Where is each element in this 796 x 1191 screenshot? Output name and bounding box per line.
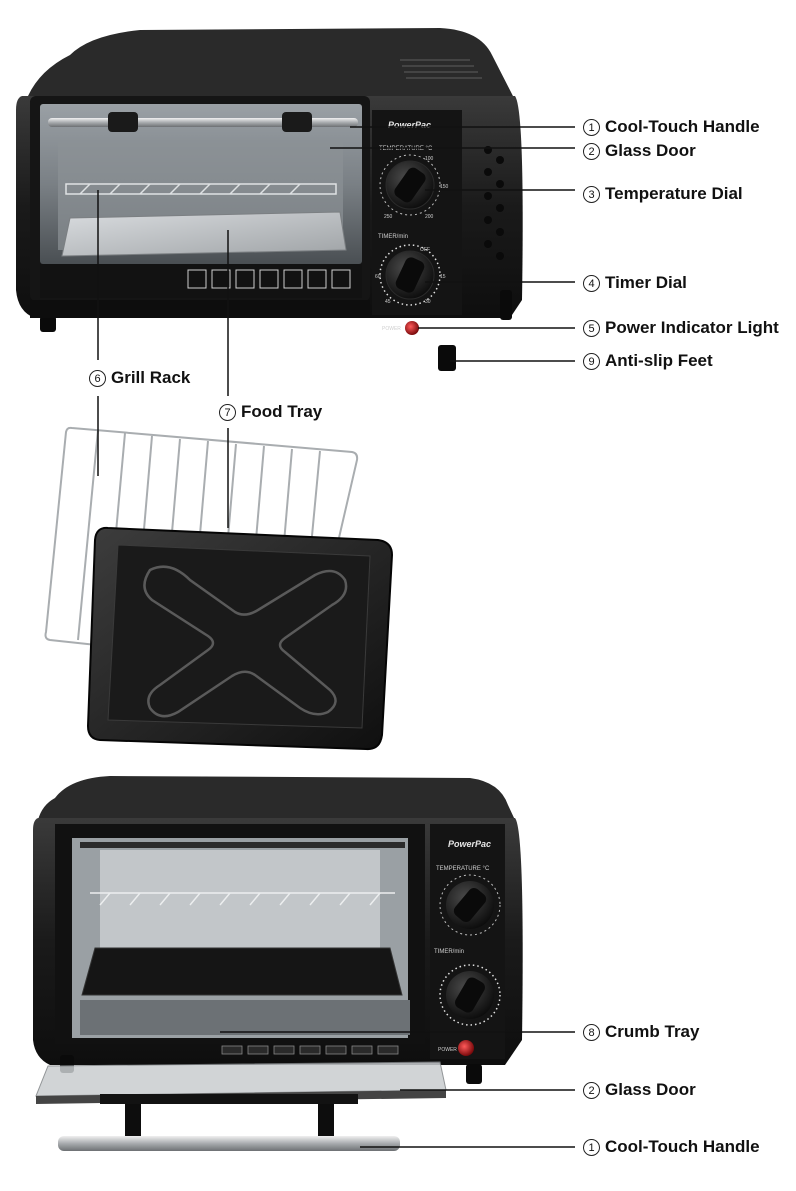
callout-text: Glass Door: [605, 1080, 696, 1099]
label-cool-touch-handle: 1 Cool-Touch Handle: [583, 117, 760, 137]
callout-number: 4: [583, 275, 600, 292]
callout-text: Anti-slip Feet: [605, 351, 713, 370]
temp-mark-250: 250: [384, 214, 393, 220]
timer-mark-60: 60: [375, 274, 381, 280]
crumb-tray: [80, 1000, 410, 1035]
label-crumb-tray: 8 Crumb Tray: [583, 1022, 699, 1042]
food-tray-inside: [61, 211, 347, 257]
grill-rack-open: [90, 892, 395, 906]
timer-mark-30: 30: [425, 299, 431, 305]
callout-text: Timer Dial: [605, 273, 687, 292]
callout-number: 3: [583, 186, 600, 203]
food-tray-embossing: [143, 565, 348, 718]
oven-top-surface: [28, 28, 515, 100]
callout-number: 6: [89, 370, 106, 387]
power-caption-top: POWER: [382, 326, 401, 332]
oven-open: PowerPac TEMPERATURE °C TIMER/min POWER: [33, 776, 523, 1151]
temp-mark-200: 200: [425, 214, 434, 220]
timer-knob-ring: [379, 244, 441, 306]
timer-caption-top: TIMER/min: [378, 234, 408, 240]
leader-lines: [97, 126, 575, 1148]
timer-caption-bottom: TIMER/min: [434, 949, 464, 955]
temperature-caption-top: TEMPERATURE °C: [379, 146, 433, 152]
label-anti-slip-feet: 9 Anti-slip Feet: [583, 351, 713, 371]
callout-text: Food Tray: [241, 402, 323, 421]
callout-text: Cool-Touch Handle: [605, 117, 760, 136]
callout-number: 1: [583, 1139, 600, 1156]
timer-knob-open-ring: [439, 964, 501, 1026]
callout-number: 5: [583, 320, 600, 337]
temperature-knob-ring: [379, 154, 441, 216]
food-tray-open: [81, 947, 403, 996]
oven-closed: PowerPac TEMPERATURE °C 100 150 200 250 …: [16, 28, 523, 371]
brand-logo-bottom: PowerPac: [448, 839, 491, 849]
grill-rack-inside: [65, 183, 337, 195]
accessories: [44, 426, 394, 751]
label-timer-dial: 4 Timer Dial: [583, 273, 687, 293]
top-vents: [400, 59, 482, 79]
control-panel-open: [430, 824, 505, 1059]
label-grill-rack: 6 Grill Rack: [89, 368, 190, 388]
function-icons: [187, 269, 351, 289]
callout-number: 7: [219, 404, 236, 421]
handle-bracket-right: [282, 112, 312, 132]
power-indicator-light-open: [458, 1040, 474, 1056]
function-strip: [40, 264, 362, 298]
label-temperature-dial: 3 Temperature Dial: [583, 184, 743, 204]
temperature-caption-bottom: TEMPERATURE °C: [436, 866, 490, 872]
callout-text: Glass Door: [605, 141, 696, 160]
timer-knob-open-grip: [455, 977, 485, 1013]
cool-touch-handle-bar: [58, 1136, 400, 1151]
foot-front-left: [40, 316, 56, 332]
timer-knob-grip: [395, 257, 425, 293]
brand-logo-top: PowerPac: [388, 120, 431, 130]
label-glass-door: 2 Glass Door: [583, 141, 696, 161]
oven-bottom-plate: [30, 300, 370, 318]
label-power-indicator-light: 5 Power Indicator Light: [583, 318, 779, 338]
label-food-tray: 7 Food Tray: [219, 402, 322, 422]
temperature-knob-grip: [394, 167, 426, 203]
callout-number: 2: [583, 143, 600, 160]
callout-number: 2: [583, 1082, 600, 1099]
oven-open-top: [38, 776, 515, 820]
callout-number: 8: [583, 1024, 600, 1041]
power-caption-bottom: POWER: [438, 1047, 457, 1053]
label-cool-touch-handle-bottom: 1 Cool-Touch Handle: [583, 1137, 760, 1157]
temp-mark-100: 100: [425, 156, 434, 162]
foot-back-right: [500, 290, 512, 320]
timer-mark-off: OFF: [420, 247, 430, 253]
handle-crossbar: [100, 1094, 358, 1104]
callout-text: Temperature Dial: [605, 184, 743, 203]
temperature-knob-open-ring: [439, 874, 501, 936]
callout-text: Cool-Touch Handle: [605, 1137, 760, 1156]
timer-mark-15: 15: [440, 274, 446, 280]
callout-text: Grill Rack: [111, 368, 191, 387]
food-tray-rim: [107, 544, 371, 729]
timer-mark-45: 45: [385, 299, 391, 305]
foot-front-right: [438, 345, 456, 371]
side-vent-dots: [484, 146, 504, 260]
label-glass-door-bottom: 2 Glass Door: [583, 1080, 696, 1100]
callout-number: 1: [583, 119, 600, 136]
handle-arm-left: [125, 1100, 141, 1140]
foot-open-right: [466, 1064, 482, 1084]
power-indicator-light: [405, 321, 419, 335]
temperature-knob-open-grip: [453, 888, 487, 922]
handle-arm-right: [318, 1100, 334, 1140]
callout-text: Power Indicator Light: [605, 318, 779, 337]
temp-mark-150: 150: [440, 184, 449, 190]
handle-bracket-left: [108, 112, 138, 132]
bottom-function-icons: [221, 1045, 399, 1055]
callout-number: 9: [583, 353, 600, 370]
callout-text: Crumb Tray: [605, 1022, 700, 1041]
